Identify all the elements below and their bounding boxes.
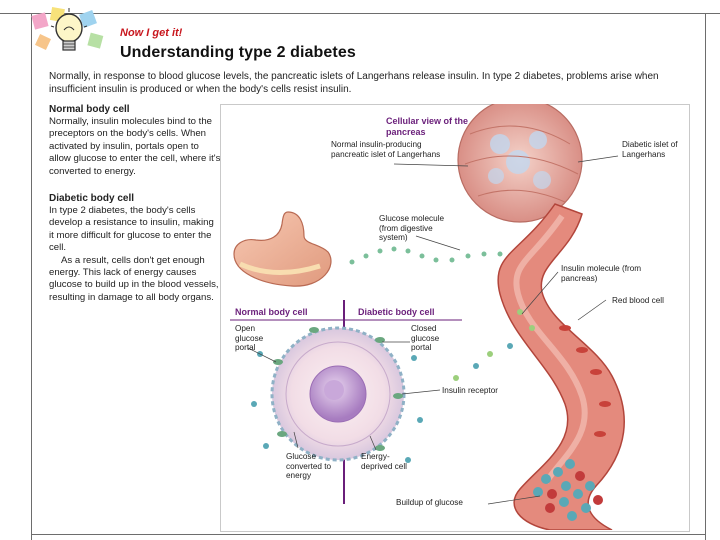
leader-lines — [247, 155, 619, 505]
normal-cell-panel-heading: Normal body cell — [235, 307, 308, 317]
normal-islet-label: Normal insulin-producing pancreatic isle… — [331, 140, 441, 159]
cellular-view-title: Cellular view of the pancreas — [386, 116, 469, 137]
section-tag: Now I get it! — [120, 27, 183, 39]
pancreas-cellular-view — [457, 104, 583, 223]
diabetic-cell-text-2: As a result, cells don't get enough ener… — [49, 254, 219, 303]
closed-portal-label: Closed glucose portal — [411, 324, 440, 353]
open-portal-label: Open glucose portal — [235, 324, 264, 353]
diabetic-cell-section: Diabetic body cell In type 2 diabetes, t… — [49, 193, 221, 304]
frame-bottom-line — [31, 534, 706, 535]
red-blood-cell-label: Red blood cell — [612, 296, 664, 305]
diabetic-cell-text-1: In type 2 diabetes, the body's cells dev… — [49, 205, 214, 254]
intro-paragraph: Normally, in response to blood glucose l… — [49, 71, 659, 95]
body-cell — [251, 326, 423, 463]
diabetic-cell-panel-heading: Diabetic body cell — [358, 307, 435, 317]
glucose-molecule-label: Glucose molecule (from digestive system) — [379, 214, 445, 243]
insulin-receptor-label: Insulin receptor — [442, 386, 498, 395]
normal-cell-text: Normally, insulin molecules bind to the … — [49, 116, 221, 177]
normal-cell-section: Normal body cell Normally, insulin molec… — [49, 104, 221, 178]
page-title: Understanding type 2 diabetes — [120, 44, 356, 61]
glucose-converted-label: Glucose converted to energy — [286, 452, 332, 481]
lightbulb-icon — [31, 7, 104, 51]
glucose-buildup-label: Buildup of glucose — [396, 498, 463, 507]
frame-top-line — [0, 13, 720, 14]
insulin-molecule-label: Insulin molecule (from pancreas) — [561, 264, 642, 283]
glucose-stream — [349, 246, 503, 265]
illustration-artwork — [230, 104, 625, 530]
normal-cell-heading: Normal body cell — [49, 104, 130, 115]
stomach-illustration — [233, 211, 332, 287]
diabetic-islet-label: Diabetic islet of Langerhans — [622, 140, 678, 159]
glucose-buildup-cluster — [533, 459, 603, 521]
frame-left-line — [31, 13, 32, 540]
frame-right-line — [705, 13, 706, 540]
blood-vessel — [497, 203, 625, 530]
energy-deprived-label: Energy-deprived cell — [361, 452, 407, 471]
insulin-molecules — [453, 309, 535, 381]
diabetic-cell-heading: Diabetic body cell — [49, 193, 135, 204]
